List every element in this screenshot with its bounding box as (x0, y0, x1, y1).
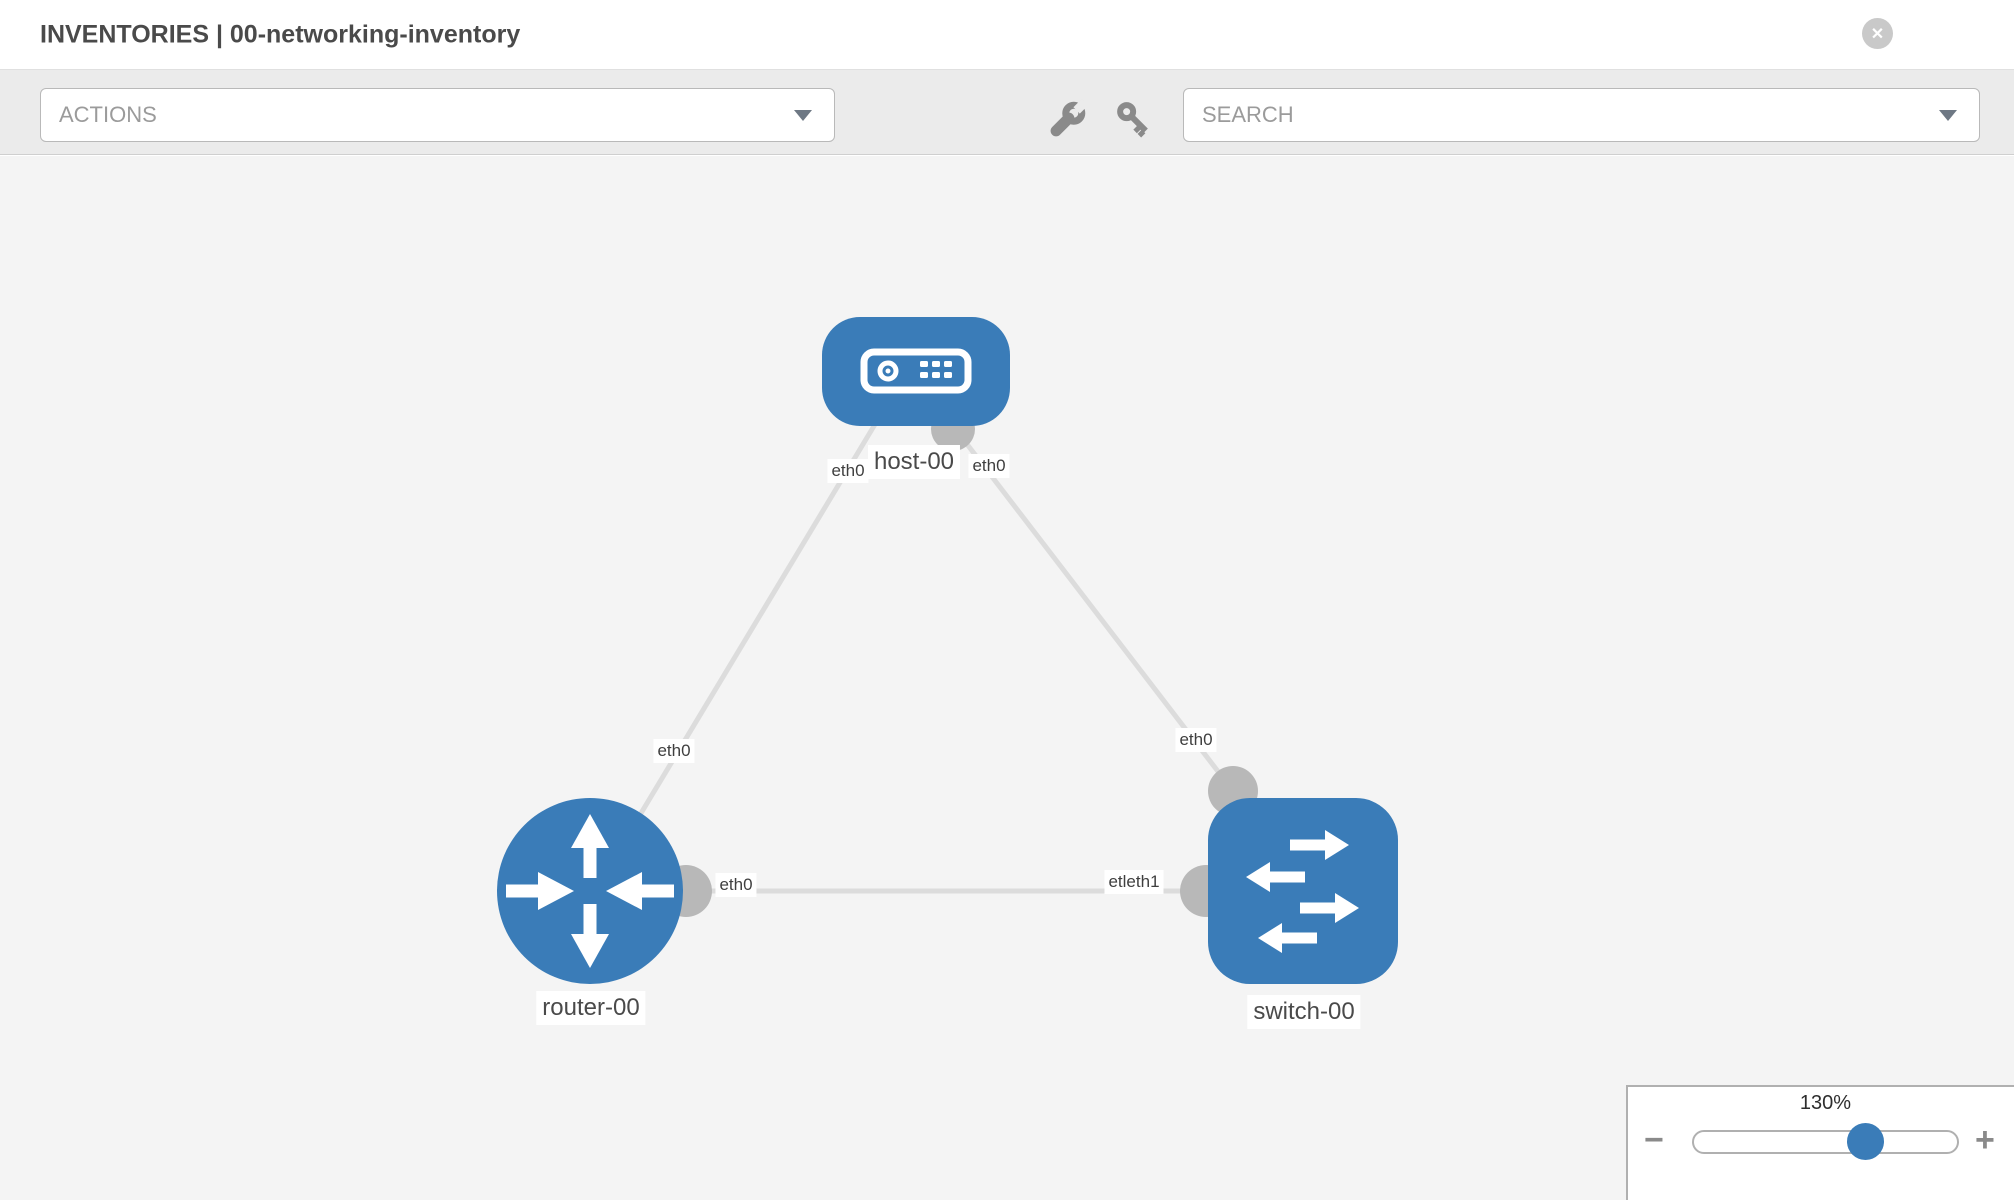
host-icon (860, 348, 972, 394)
node-label-router-00: router-00 (536, 991, 646, 1025)
links (593, 414, 1235, 894)
zoom-out-button[interactable]: − (1644, 1121, 1664, 1159)
key-button[interactable] (1111, 98, 1155, 142)
zoom-in-button[interactable]: + (1975, 1121, 1995, 1159)
zoom-slider[interactable] (1692, 1123, 1959, 1160)
node-host-00[interactable] (822, 317, 1010, 426)
search-placeholder: SEARCH (1202, 102, 1294, 127)
wrench-icon (1050, 98, 1089, 137)
ports (660, 407, 1258, 917)
interface-label: eth0 (1175, 728, 1217, 752)
toolbar: ACTIONS SEARC (0, 70, 2014, 155)
chevron-down-icon (1939, 110, 1957, 121)
search-dropdown[interactable]: SEARCH (1183, 88, 1980, 142)
chevron-down-icon (794, 110, 812, 121)
interface-label: eth0 (715, 873, 757, 897)
close-icon: ✕ (1870, 25, 1885, 43)
tools-button[interactable] (1044, 98, 1089, 142)
actions-dropdown[interactable]: ACTIONS (40, 88, 835, 142)
node-label-switch-00: switch-00 (1247, 995, 1361, 1029)
header: INVENTORIES | 00-networking-inventory ✕ (0, 0, 2014, 70)
interface-label: eth0 (827, 459, 869, 483)
zoom-panel: 130% − + (1626, 1085, 2014, 1200)
actions-dropdown-label: ACTIONS (59, 102, 157, 127)
interface-label: eth0 (653, 739, 695, 763)
page-title: INVENTORIES | 00-networking-inventory (40, 20, 521, 48)
topology-diagram (497, 317, 1398, 984)
topology-canvas[interactable] (0, 156, 2014, 1200)
link-host-router[interactable] (593, 414, 883, 890)
key-icon (1117, 102, 1148, 138)
node-switch-00[interactable] (1208, 798, 1398, 984)
interface-label: etleth1 (1104, 870, 1164, 894)
node-router-00[interactable] (497, 798, 683, 984)
zoom-level: 130% (1799, 1092, 1852, 1114)
zoom-slider-thumb[interactable] (1847, 1123, 1884, 1160)
close-button[interactable]: ✕ (1862, 18, 1893, 49)
interface-label: eth0 (968, 454, 1010, 478)
node-label-host-00: host-00 (867, 445, 961, 479)
router-icon (506, 814, 674, 968)
switch-icon (1246, 830, 1359, 953)
